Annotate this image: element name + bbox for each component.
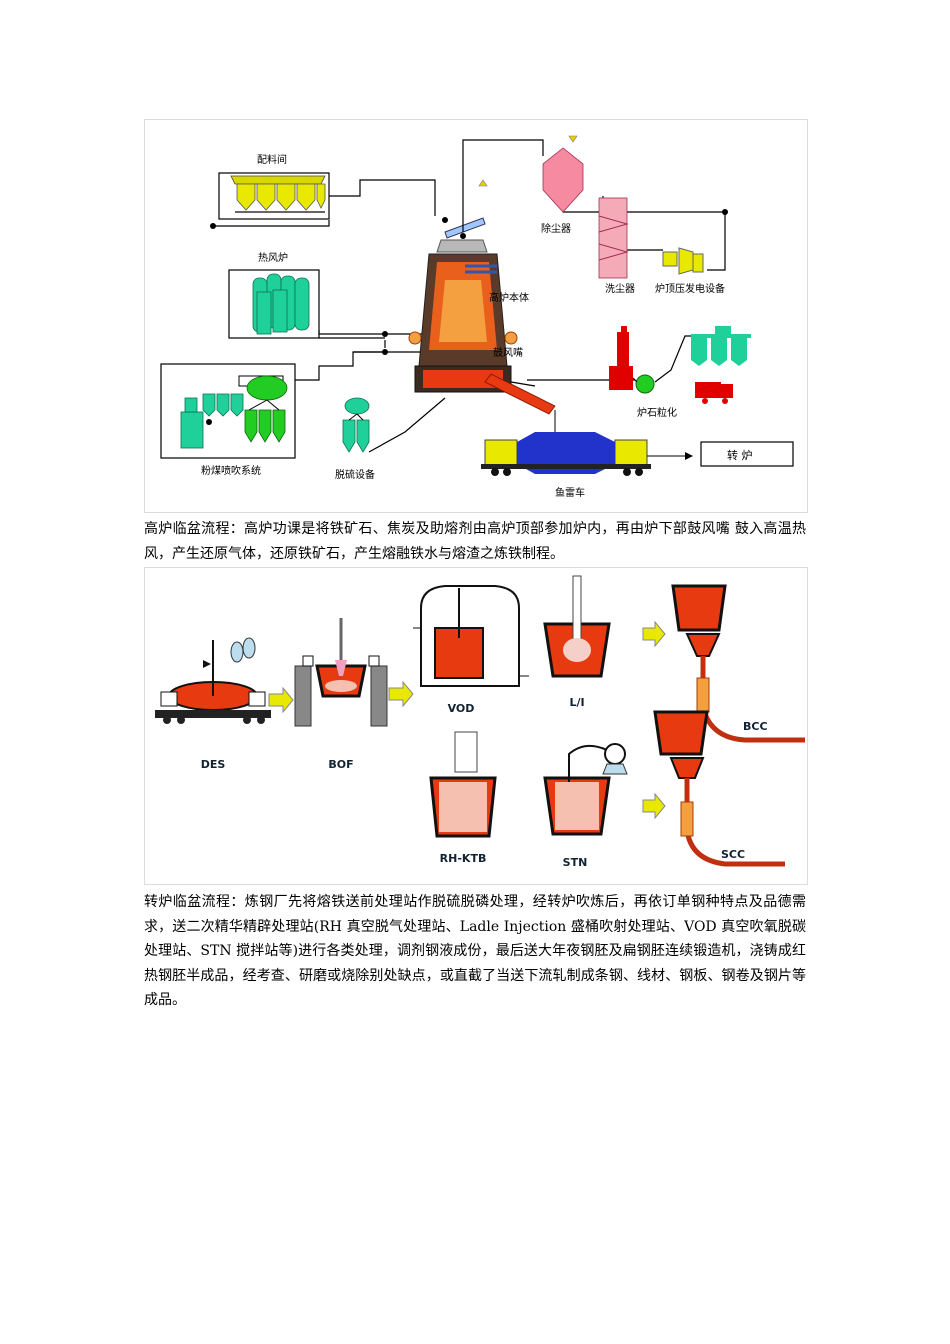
hot-stove: 热风炉 bbox=[228, 251, 320, 339]
batching-room: 配料间 bbox=[218, 153, 330, 220]
vod-unit: VOD bbox=[413, 585, 529, 715]
label-coal-injection: 粉煤喷吹系统 bbox=[201, 464, 261, 477]
blast-furnace: 高炉本体 鼓风嘴 bbox=[408, 217, 529, 393]
label-dust-catcher: 除尘器 bbox=[541, 222, 571, 235]
converter-box: 转 炉 bbox=[700, 441, 794, 467]
top-pressure-power: 炉顶压发电设备 bbox=[655, 247, 725, 295]
stn-unit: STN bbox=[543, 743, 628, 869]
blast-furnace-diagram: 配料间 热风炉 bbox=[144, 119, 808, 513]
steelmaking-svg: DES BOF VOD L/I RH-KTB bbox=[155, 575, 805, 869]
bof-unit: BOF bbox=[294, 618, 388, 771]
slag-bins bbox=[691, 326, 751, 404]
label-rh: RH-KTB bbox=[440, 852, 487, 865]
torpedo-car: 鱼雷车 bbox=[481, 373, 693, 499]
label-tuyere: 鼓风嘴 bbox=[493, 346, 523, 359]
continuous-caster: BCC SCC bbox=[653, 584, 805, 867]
rh-ktb-unit: RH-KTB bbox=[429, 731, 497, 865]
label-bcc: BCC bbox=[743, 720, 768, 733]
label-converter: 转 炉 bbox=[727, 448, 753, 462]
label-vod: VOD bbox=[448, 702, 475, 715]
desulfurization: 脱硫设备 bbox=[335, 397, 375, 481]
li-unit: L/I bbox=[543, 575, 611, 709]
label-slag-granulation: 炉石粒化 bbox=[637, 406, 677, 419]
des-unit: DES bbox=[155, 637, 271, 771]
label-des: DES bbox=[201, 758, 226, 771]
label-top-pressure-power: 炉顶压发电设备 bbox=[655, 282, 725, 295]
label-bof: BOF bbox=[328, 758, 353, 771]
label-scc: SCC bbox=[721, 848, 745, 861]
label-desulfurization: 脱硫设备 bbox=[335, 468, 375, 481]
label-li: L/I bbox=[569, 696, 584, 709]
caption-converter: 转炉临盆流程：炼钢厂先将熔铁送前处理站作脱硫脱磷处理，经转炉吹炼后，再依订单钢种… bbox=[144, 894, 806, 1008]
label-batching-room: 配料间 bbox=[257, 153, 287, 166]
blast-furnace-svg: 配料间 热风炉 bbox=[160, 135, 794, 499]
label-hot-stove: 热风炉 bbox=[258, 251, 288, 264]
coal-injection: 粉煤喷吹系统 bbox=[160, 363, 296, 477]
slag-granulation: 炉石粒化 bbox=[609, 326, 697, 419]
caption-blast-furnace: 高炉临盆流程：高炉功课是将铁矿石、焦炭及助熔剂由高炉顶部参加炉内，再由炉下部鼓风… bbox=[144, 521, 806, 562]
label-furnace-body: 高炉本体 bbox=[489, 291, 529, 304]
label-stn: STN bbox=[563, 856, 588, 869]
label-scrubber: 洗尘器 bbox=[605, 283, 635, 295]
label-torpedo-car: 鱼雷车 bbox=[555, 486, 585, 499]
steelmaking-diagram: DES BOF VOD L/I RH-KTB bbox=[144, 567, 808, 885]
scrubber: 洗尘器 bbox=[598, 197, 635, 295]
dust-catcher: 除尘器 bbox=[541, 147, 584, 235]
